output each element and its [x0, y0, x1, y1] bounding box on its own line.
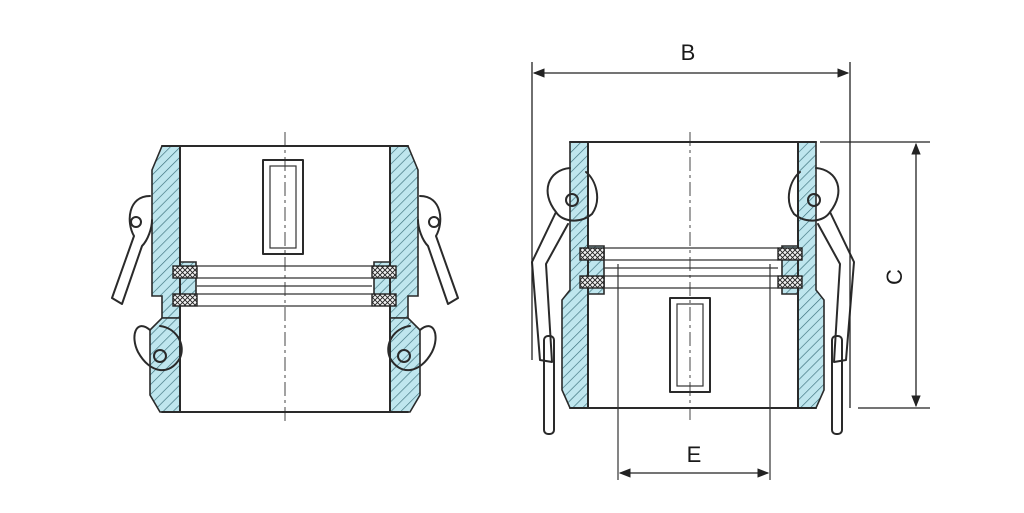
dim-c-label: C — [882, 269, 907, 285]
left-window-inner — [269, 165, 297, 249]
left-cam-pivot-left — [130, 216, 142, 228]
left-seal-lower-right — [371, 293, 397, 307]
dimension-c: C — [820, 141, 930, 409]
right-seal-upper-right — [777, 247, 803, 261]
right-bore-lines — [617, 264, 771, 480]
dim-e-label: E — [687, 442, 702, 467]
right-seal-upper-left — [579, 247, 605, 261]
dimension-b: B — [531, 40, 851, 408]
left-cam-arm-left — [111, 195, 183, 372]
left-upper-wall-left — [151, 145, 197, 319]
right-coupling-view — [531, 132, 855, 480]
right-window-inner — [676, 303, 704, 387]
right-seal-bands — [604, 247, 778, 289]
right-cam-pin-right — [807, 193, 821, 207]
right-lever-right — [831, 335, 843, 435]
left-seal-upper-left — [172, 265, 198, 279]
dimension-e: E — [618, 442, 770, 478]
right-wall-left — [561, 141, 605, 409]
right-body-outline — [569, 141, 817, 409]
left-seal-bands — [197, 265, 372, 307]
right-cam-pin-left — [565, 193, 579, 207]
left-cam-pin-left — [153, 349, 167, 363]
right-seal-lower-left — [579, 275, 605, 289]
right-wall-right — [781, 141, 825, 409]
right-cam-arm-left — [531, 167, 599, 363]
left-seal-lower-left — [172, 293, 198, 307]
left-seal-upper-right — [371, 265, 397, 279]
left-window-slot — [262, 159, 304, 255]
left-body-outline — [161, 145, 409, 413]
left-cam-arm-right — [387, 195, 459, 372]
left-cam-pivot-right — [428, 216, 440, 228]
left-cam-pin-right — [397, 349, 411, 363]
left-upper-wall-right — [373, 145, 419, 319]
right-window-slot — [669, 297, 711, 393]
left-coupling-view — [111, 132, 459, 425]
dim-b-label: B — [681, 40, 696, 65]
right-seal-lower-right — [777, 275, 803, 289]
right-lever-left — [543, 335, 555, 435]
